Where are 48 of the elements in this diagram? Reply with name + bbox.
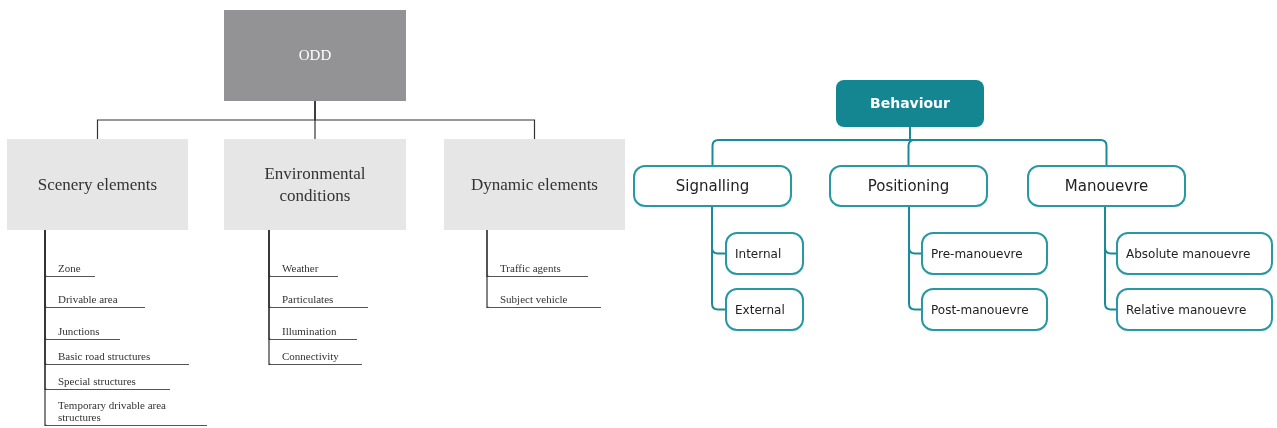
box-label: Pre-manouevre [931,245,1023,263]
box-label: Dynamic elements [471,173,598,196]
item-box [921,232,1048,275]
connector-line [1104,206,1117,311]
item-box [1116,232,1273,275]
connector-line [711,206,726,311]
list-item-text: Connectivity [270,346,362,365]
box-label: ODD [298,46,332,66]
item-box [725,288,804,331]
connector-line [44,229,48,426]
box-label: Signalling [675,175,750,197]
category-box [633,165,792,207]
list-item-text: Special structures [46,371,170,390]
item-box [1116,288,1273,331]
box-label: Positioning [867,175,950,197]
box-label: Internal [735,245,782,263]
box-label: Relative manouevre [1126,301,1247,319]
root-box [224,10,406,101]
list-item-text: Temporary drivable area structures [46,399,207,426]
box-label: Environmental conditions [263,162,367,207]
connector-line [268,229,272,365]
category-box [444,139,625,230]
list-item-text: Zone [46,257,95,277]
list-item-text: Junctions [46,320,120,340]
item-box [725,232,804,275]
category-box [7,139,188,230]
box-label: Manouevre [1064,175,1149,197]
list-item-text: Basic road structures [46,346,189,365]
list-item-text: Subject vehicle [488,288,601,308]
box-label: Post-manouevre [931,301,1029,319]
list-item-text: Illumination [270,320,357,340]
root-box [836,80,984,127]
list-item-text: Particulates [270,288,368,308]
box-label: Behaviour [870,94,950,113]
box-label: Scenery elements [37,173,158,196]
list-item-text: Drivable area [46,288,145,308]
box-label: Absolute manouevre [1126,245,1251,263]
category-box [224,139,406,230]
list-item-text: Weather [270,257,338,277]
connector-line [908,206,922,311]
box-label: External [735,301,785,319]
list-item-text: Traffic agents [488,257,588,277]
category-box [1027,165,1186,207]
connector-line [314,100,536,140]
item-box [921,288,1048,331]
category-box [829,165,988,207]
connector-line [486,229,490,308]
connector-line [909,126,1108,166]
